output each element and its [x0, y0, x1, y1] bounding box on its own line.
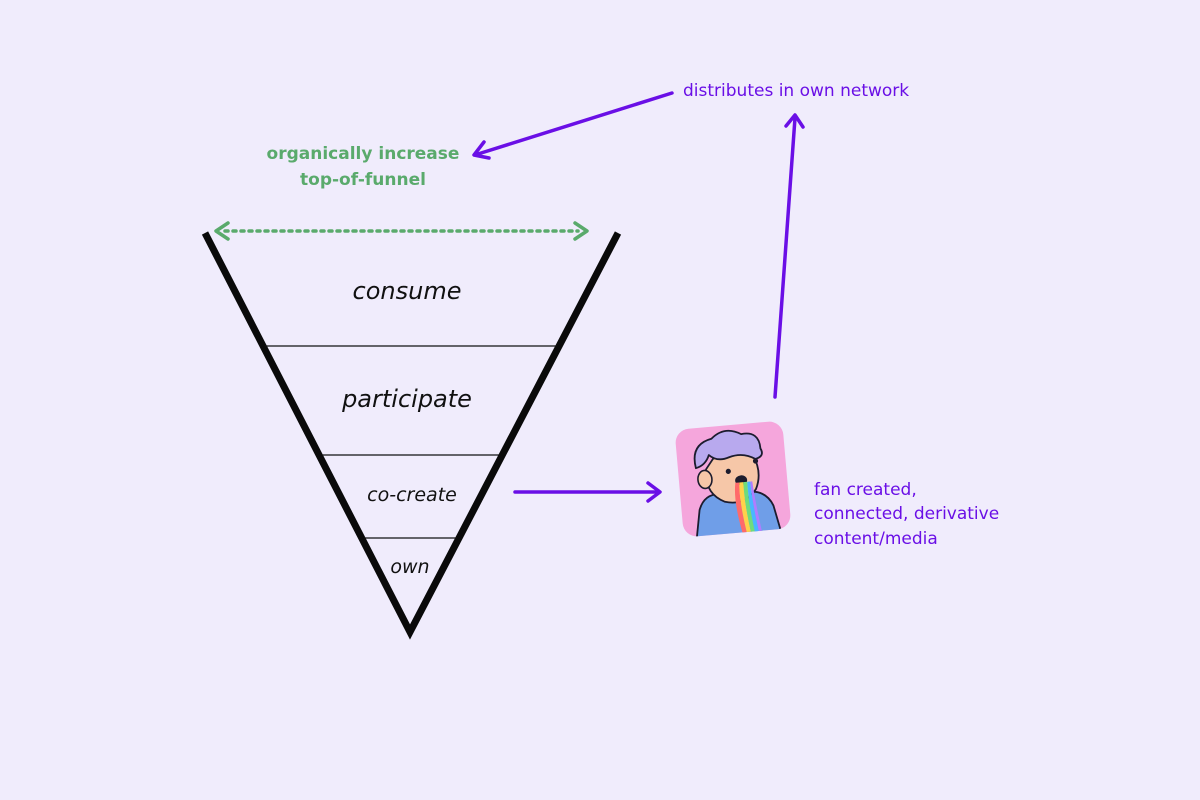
fan-content-note-line1: fan created,: [814, 480, 917, 500]
fan-content-note-line3: content/media: [814, 529, 938, 549]
top-width-double-arrow: [214, 221, 589, 241]
stage-label-participate: participate: [341, 385, 472, 413]
stage-label-own: own: [390, 556, 429, 578]
arrow-up-to-distributes: [773, 113, 805, 399]
stage-label-consume: consume: [353, 277, 462, 305]
top-of-funnel-note-line2: top-of-funnel: [300, 170, 426, 190]
distributes-note: distributes in own network: [683, 81, 909, 101]
fan-content-note-line2: connected, derivative: [814, 504, 999, 524]
stage-label-co-create: co-create: [367, 484, 457, 506]
funnel-outline: [201, 231, 622, 640]
top-of-funnel-note-line1: organically increase: [267, 144, 460, 164]
arrow-to-top-of-funnel: [472, 91, 674, 160]
rainbow-vomit-avatar-icon: [675, 421, 791, 538]
arrow-to-avatar: [513, 481, 662, 503]
